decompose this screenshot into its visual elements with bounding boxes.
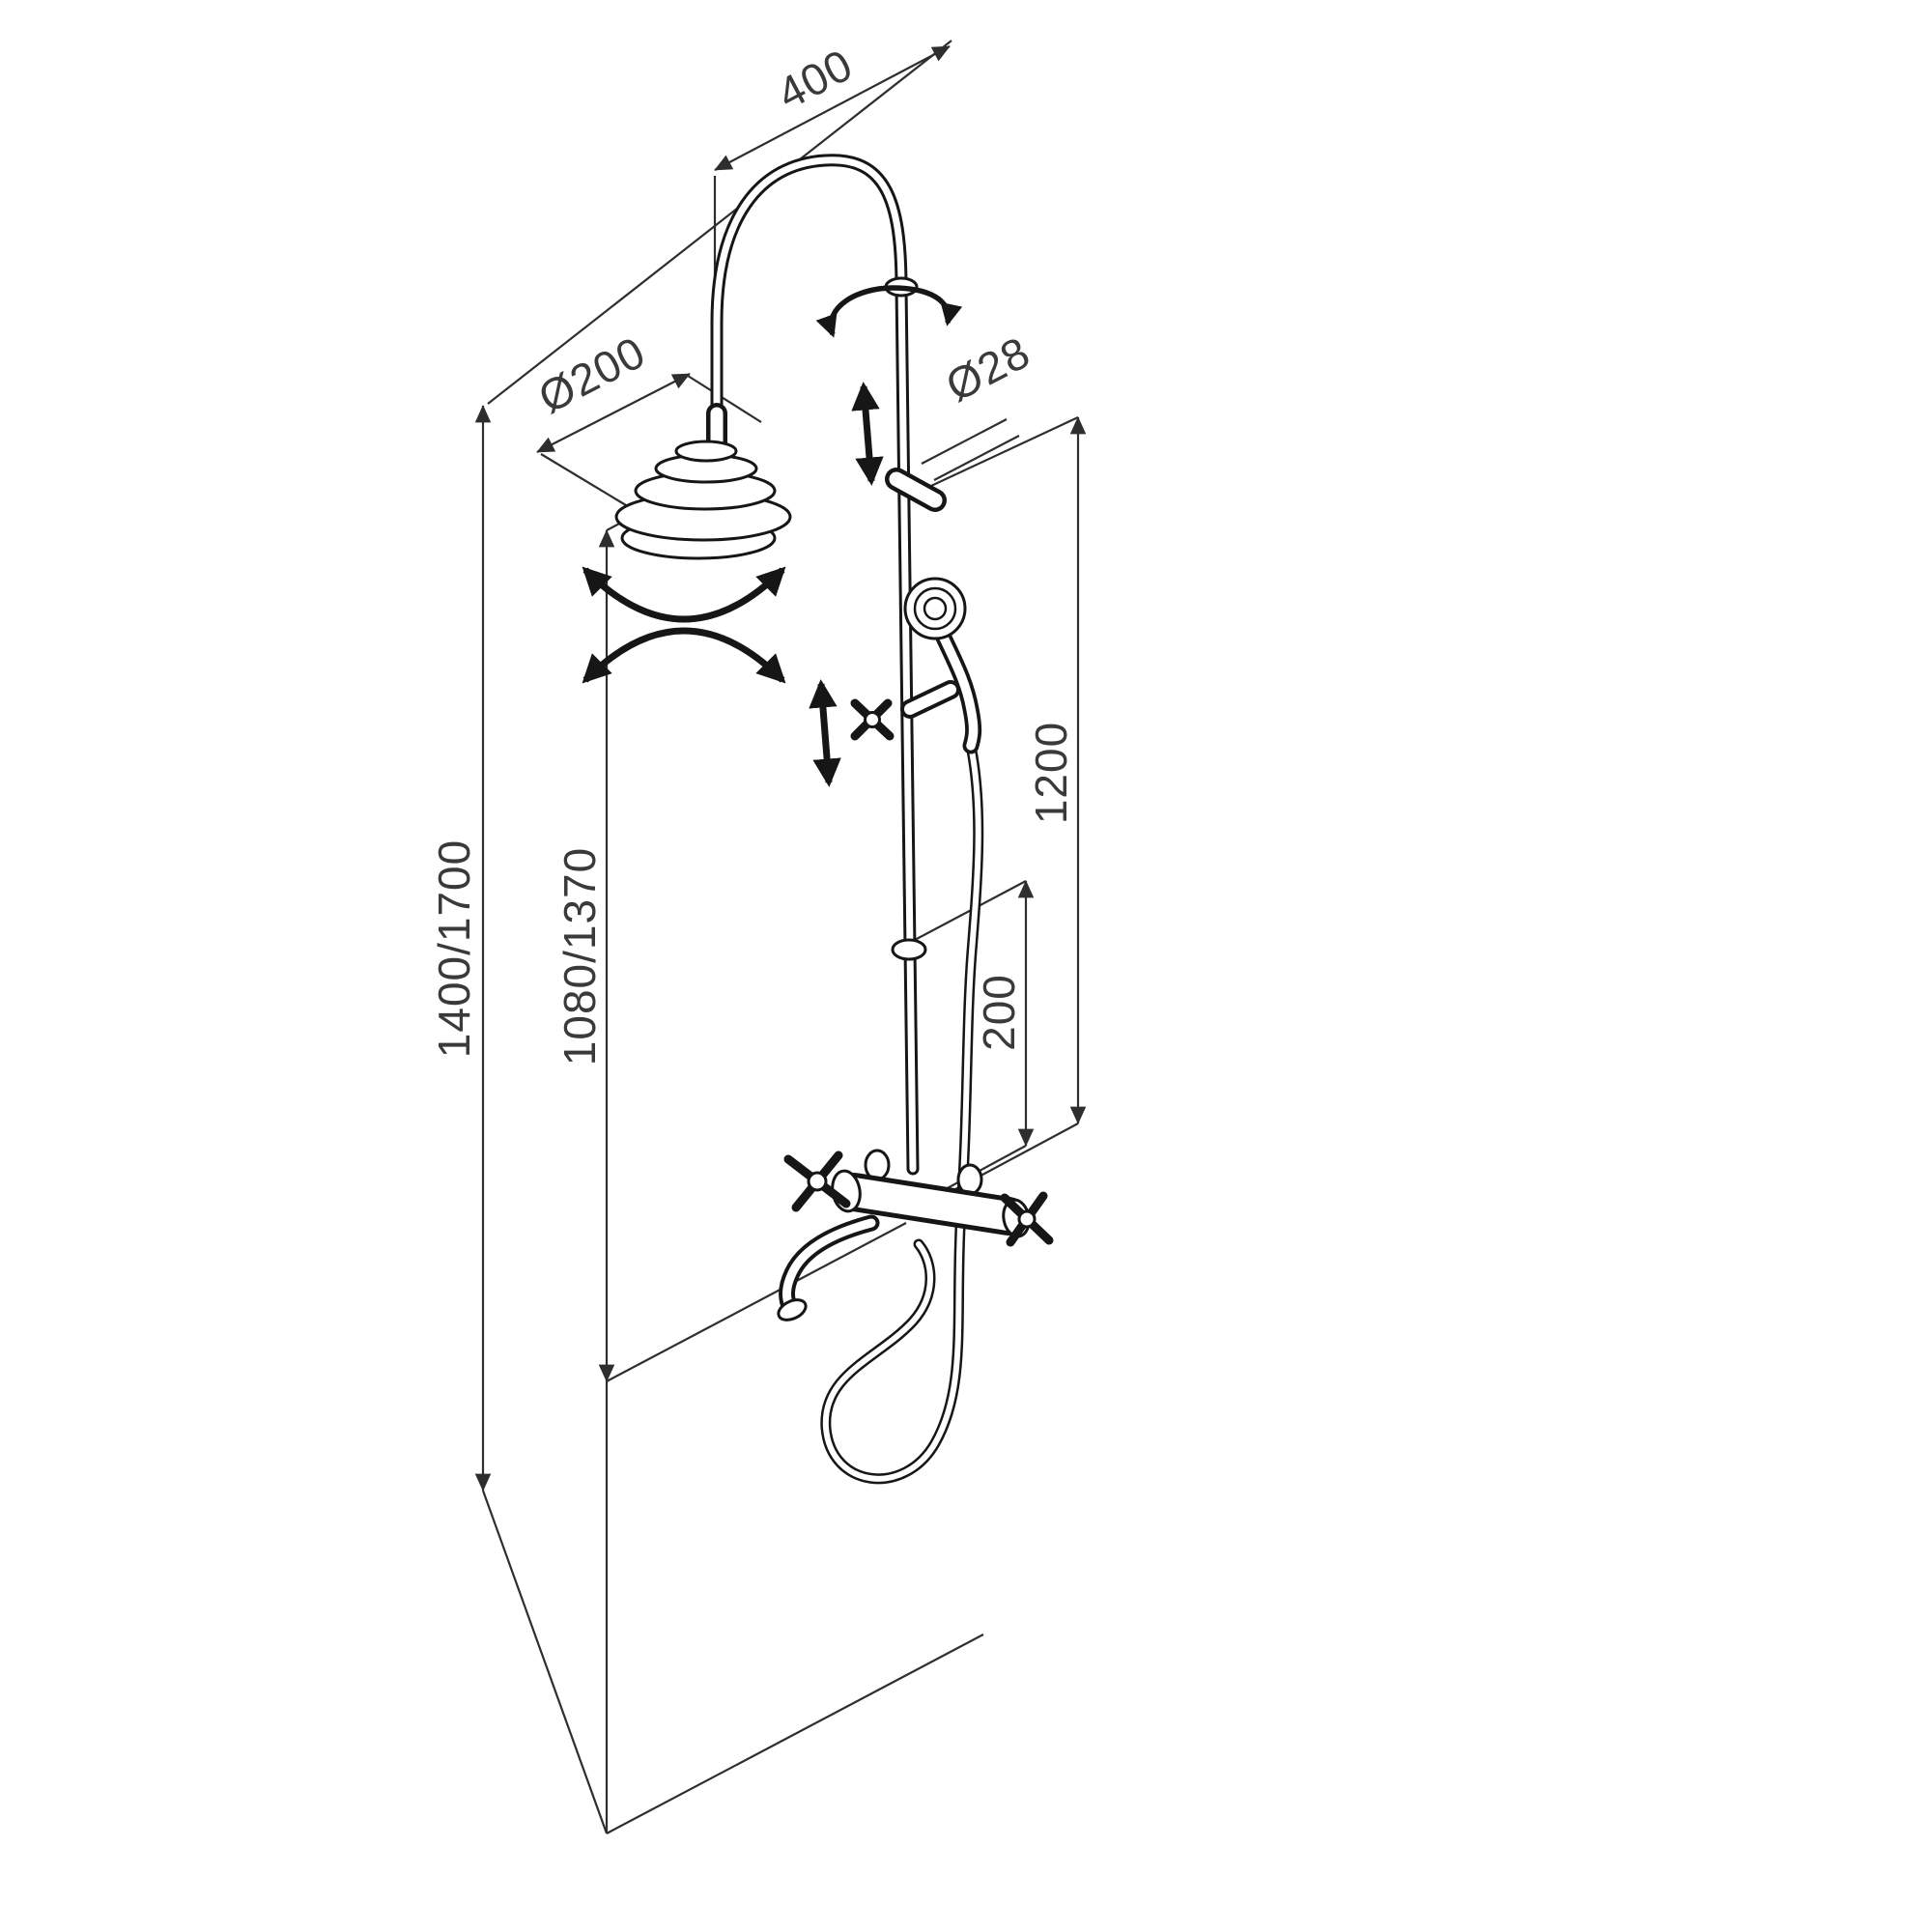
dim-line-head-diameter <box>536 373 691 453</box>
ext-line-head-diameter-right <box>687 375 762 423</box>
pipe-inner <box>713 156 917 1173</box>
slider-adjust-arrow <box>809 679 841 787</box>
hand-shower-face-ring <box>913 586 957 631</box>
shower-head-tier <box>674 440 738 463</box>
riser-pipe <box>710 154 927 1176</box>
hand-shower-holder-port <box>885 468 947 512</box>
plane-bottom-left-edge <box>481 1490 609 1834</box>
dim-label-holder-diameter: Ø28 <box>938 327 1038 412</box>
dim-label-offset: 200 <box>974 974 1024 1051</box>
shower-hose <box>820 740 984 1485</box>
dim-line-top-width <box>714 45 951 171</box>
slider-bracket-inner <box>904 684 956 715</box>
shower-head <box>614 440 792 560</box>
shower-fixture <box>582 154 1054 1485</box>
plane-floor-edge <box>606 1634 984 1834</box>
swivel-arrow <box>582 627 786 684</box>
pipe-outline <box>710 154 920 1176</box>
dim-label-right-height: 1200 <box>1026 722 1076 824</box>
slider-cross-knob-hub <box>864 711 881 728</box>
swivel-arrow <box>582 566 786 623</box>
cross-handle-hub <box>1017 1209 1037 1229</box>
leader-line-holder-diameter-1 <box>921 418 1008 465</box>
height-adjust-arrow <box>851 382 884 486</box>
hose-inner <box>822 743 981 1482</box>
hand-shower-face-center <box>923 596 948 621</box>
mixer-body-inner <box>839 1178 1023 1231</box>
ext-line-inner-height-bottom <box>606 1222 907 1382</box>
hand-shower-handle-inner <box>938 631 979 751</box>
ext-line-offset-top <box>897 880 1027 950</box>
dim-label-inner-height: 1080/1370 <box>554 847 605 1065</box>
ext-line-right-height-top <box>918 416 1079 493</box>
hand-shower <box>850 577 982 754</box>
holder-port-inner <box>889 471 943 508</box>
spout-inner <box>782 1218 876 1313</box>
pipe-union-nut <box>891 938 927 961</box>
spout-mouth <box>777 1298 808 1321</box>
dim-label-overall-height: 1400/1700 <box>429 839 479 1058</box>
dim-label-top-width: 400 <box>769 39 861 119</box>
leader-line-holder-diameter-2 <box>933 435 1020 481</box>
dim-label-head-diameter: Ø200 <box>530 327 653 423</box>
ext-line-head-diameter-left <box>540 453 627 506</box>
rotation-arrow <box>815 285 963 338</box>
swivel-arrows <box>582 566 786 684</box>
cross-handle-hub <box>807 1171 828 1192</box>
mixer-valve <box>777 1149 1054 1321</box>
